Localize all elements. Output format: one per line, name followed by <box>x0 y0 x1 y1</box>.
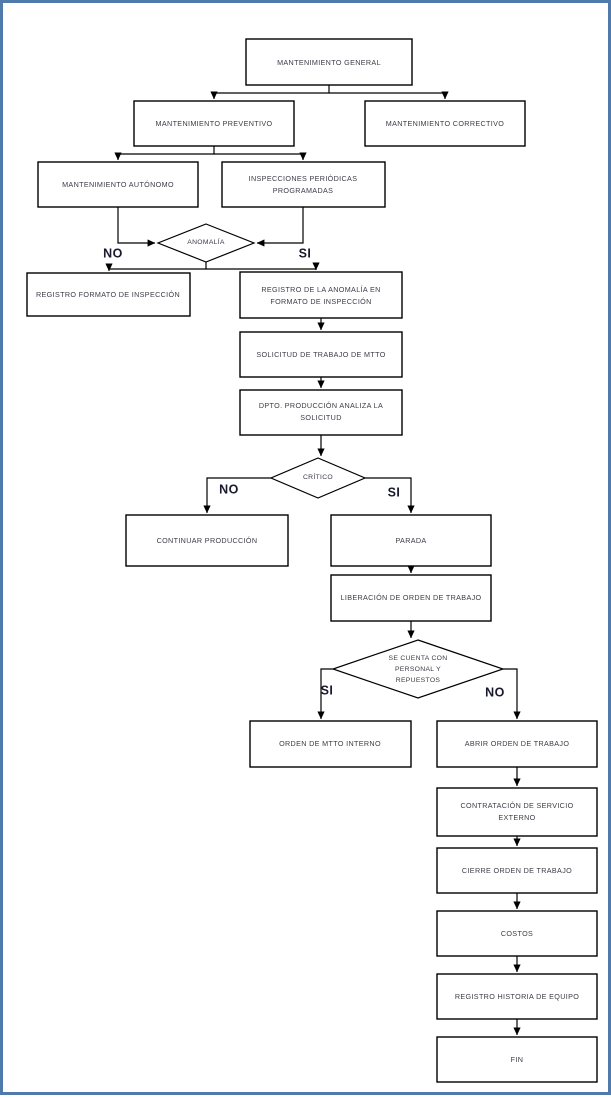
branch-label-critico-si: SI <box>388 485 401 499</box>
node-mantenimiento-preventivo[interactable]: MANTENIMIENTO PREVENTIVO <box>133 100 295 147</box>
node-label: COSTOS <box>501 929 533 938</box>
node-inspecciones-periodicas[interactable]: INSPECCIONES PERIÓDICAS PROGRAMADAS <box>221 161 386 208</box>
decision-personal-repuestos[interactable]: SE CUENTA CON PERSONAL Y REPUESTOS <box>331 639 505 699</box>
node-abrir-orden-trabajo[interactable]: ABRIR ORDEN DE TRABAJO <box>436 720 598 768</box>
node-label-line1: REGISTRO DE LA ANOMALÍA EN <box>261 285 380 294</box>
node-dpto-produccion-analiza[interactable]: DPTO. PRODUCCIÓN ANALIZA LA SOLICITUD <box>239 389 403 436</box>
node-label: REGISTRO HISTORIA DE EQUIPO <box>455 992 579 1001</box>
node-costos[interactable]: COSTOS <box>436 910 598 957</box>
node-label-line2: PROGRAMADAS <box>273 186 334 195</box>
branch-label-anomalia-si: SI <box>299 246 312 260</box>
node-registro-historia-equipo[interactable]: REGISTRO HISTORIA DE EQUIPO <box>436 973 598 1020</box>
edge-inspecciones-to-anomalia <box>256 207 304 247</box>
node-mantenimiento-autonomo[interactable]: MANTENIMIENTO AUTÓNOMO <box>37 161 199 208</box>
edge-general-to-correctivo <box>329 91 449 100</box>
node-orden-mtto-interno[interactable]: ORDEN DE MTTO INTERNO <box>249 720 412 768</box>
decision-anomalia[interactable]: ANOMALÍA <box>156 223 256 263</box>
node-continuar-produccion[interactable]: CONTINUAR PRODUCCIÓN <box>125 514 289 567</box>
decision-label: ANOMALÍA <box>187 237 225 246</box>
decision-label-line1: SE CUENTA CON <box>389 655 448 662</box>
edge-critico-no <box>203 477 271 514</box>
node-label: ORDEN DE MTTO INTERNO <box>279 739 381 748</box>
node-label: SOLICITUD DE TRABAJO DE MTTO <box>256 350 385 359</box>
node-parada[interactable]: PARADA <box>330 514 492 567</box>
node-fin[interactable]: FIN <box>436 1036 598 1083</box>
edges-layer <box>105 85 521 1036</box>
node-mantenimiento-general[interactable]: MANTENIMIENTO GENERAL <box>245 38 413 86</box>
node-label-line1: CONTRATACIÓN DE SERVICIO <box>460 801 573 810</box>
node-label: MANTENIMIENTO GENERAL <box>277 58 381 67</box>
node-label-line2: EXTERNO <box>498 813 535 822</box>
edge-autonomo-to-anomalia <box>117 207 156 247</box>
node-contratacion-servicio-externo[interactable]: CONTRATACIÓN DE SERVICIO EXTERNO <box>436 787 598 837</box>
node-label: CONTINUAR PRODUCCIÓN <box>157 536 258 545</box>
flowchart-canvas: MANTENIMIENTO GENERAL MANTENIMIENTO PREV… <box>26 38 598 1083</box>
edge-critico-si <box>365 477 415 514</box>
node-label: MANTENIMIENTO AUTÓNOMO <box>62 180 174 189</box>
node-label-line1: DPTO. PRODUCCIÓN ANALIZA LA <box>259 401 383 410</box>
node-registro-anomalia[interactable]: REGISTRO DE LA ANOMALÍA EN FORMATO DE IN… <box>239 271 403 319</box>
node-label-line2: SOLICITUD <box>300 413 342 422</box>
node-label-line1: INSPECCIONES PERIÓDICAS <box>249 174 358 183</box>
node-mantenimiento-correctivo[interactable]: MANTENIMIENTO CORRECTIVO <box>364 100 526 147</box>
edge-anomalia-si <box>206 262 320 271</box>
edge-anomalia-no <box>105 262 207 272</box>
node-solicitud-trabajo-mtto[interactable]: SOLICITUD DE TRABAJO DE MTTO <box>239 331 403 378</box>
nodes-layer: MANTENIMIENTO GENERAL MANTENIMIENTO PREV… <box>26 38 598 1083</box>
node-cierre-orden-trabajo[interactable]: CIERRE ORDEN DE TRABAJO <box>436 847 598 894</box>
node-label: LIBERACIÓN DE ORDEN DE TRABAJO <box>341 593 482 602</box>
decision-label: CRÍTICO <box>303 472 333 481</box>
branch-label-anomalia-no: NO <box>103 246 123 260</box>
node-label: REGISTRO FORMATO DE INSPECCIÓN <box>36 290 180 299</box>
node-label: CIERRE ORDEN DE TRABAJO <box>462 866 572 875</box>
node-label-line2: FORMATO DE INSPECCIÓN <box>270 297 371 306</box>
node-label: MANTENIMIENTO CORRECTIVO <box>386 119 505 128</box>
edge-preventivo-to-inspecciones <box>214 152 307 161</box>
edge-preventivo-to-autonomo <box>114 146 215 161</box>
node-label: FIN <box>511 1055 524 1064</box>
branch-label-personal-no: NO <box>485 685 505 699</box>
edge-general-split <box>210 85 330 100</box>
node-label: PARADA <box>395 536 426 545</box>
decision-critico[interactable]: CRÍTICO <box>269 457 367 499</box>
decision-label-line2: PERSONAL Y <box>395 666 441 673</box>
branch-label-personal-si: SI <box>321 683 334 697</box>
edge-personal-no <box>503 668 521 720</box>
node-label: MANTENIMIENTO PREVENTIVO <box>156 119 273 128</box>
branch-labels-layer: NO SI NO SI SI NO <box>103 246 505 699</box>
branch-label-critico-no: NO <box>219 482 239 496</box>
decision-label-line3: REPUESTOS <box>396 677 441 684</box>
node-liberacion-orden-trabajo[interactable]: LIBERACIÓN DE ORDEN DE TRABAJO <box>330 574 492 622</box>
node-label: ABRIR ORDEN DE TRABAJO <box>465 739 570 748</box>
edge-personal-si <box>317 668 333 720</box>
node-registro-formato-inspeccion[interactable]: REGISTRO FORMATO DE INSPECCIÓN <box>26 272 191 317</box>
